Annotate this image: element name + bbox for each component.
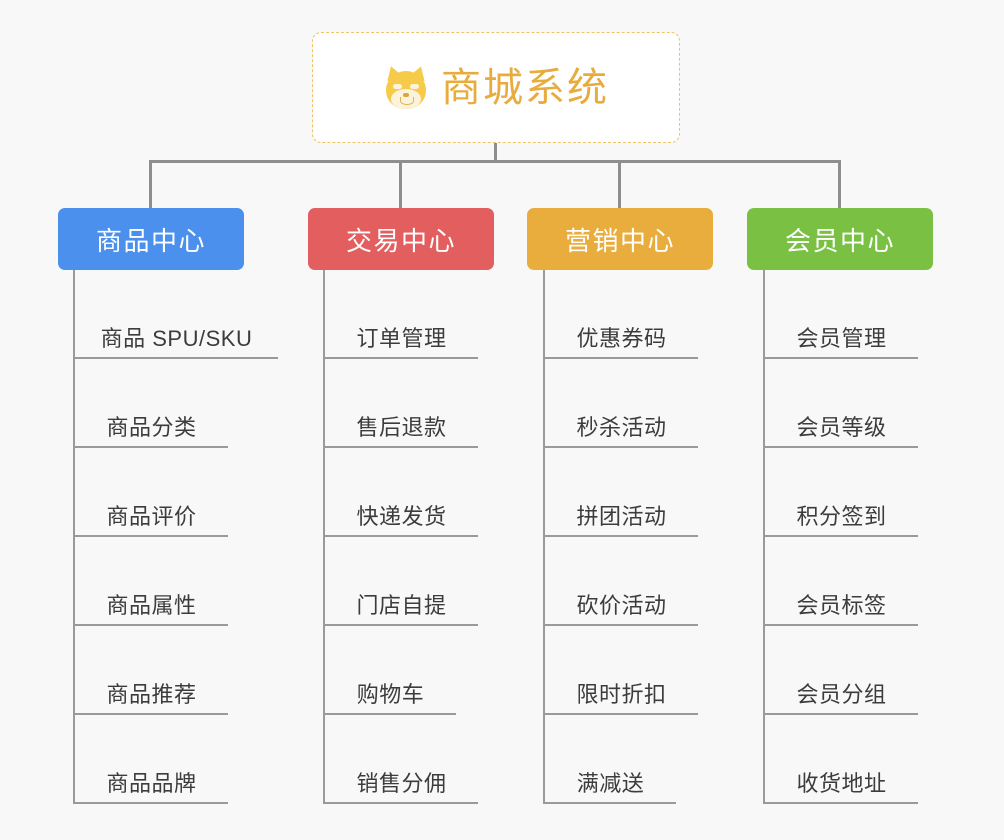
leaf-node[interactable]: 优惠券码 — [543, 270, 698, 359]
leaf-label: 收货地址 — [796, 771, 887, 796]
leaf-label: 会员管理 — [796, 326, 887, 351]
leaf-label: 会员等级 — [796, 415, 887, 440]
leaf-label: 商品评价 — [106, 504, 197, 529]
leaf-node[interactable]: 收货地址 — [763, 715, 918, 804]
leaf-node[interactable]: 商品分类 — [73, 359, 228, 448]
leaf-node[interactable]: 砍价活动 — [543, 537, 698, 626]
leaf-label: 拼团活动 — [576, 504, 667, 529]
leaf-node[interactable]: 限时折扣 — [543, 626, 698, 715]
leaf-label: 限时折扣 — [576, 682, 667, 707]
leaf-label: 订单管理 — [356, 326, 447, 351]
column-rail — [543, 270, 545, 804]
column-rail — [323, 270, 325, 804]
column-rail — [73, 270, 75, 804]
branch-node-会员中心[interactable]: 会员中心 — [747, 208, 933, 270]
leaf-node[interactable]: 会员标签 — [763, 537, 918, 626]
leaf-label: 快递发货 — [356, 504, 447, 529]
leaf-node[interactable]: 商品推荐 — [73, 626, 228, 715]
leaf-node[interactable]: 门店自提 — [323, 537, 478, 626]
leaf-label: 销售分佣 — [356, 771, 447, 796]
leaf-label: 满减送 — [576, 771, 645, 796]
leaf-node[interactable]: 商品品牌 — [73, 715, 228, 804]
leaf-label: 商品 SPU/SKU — [100, 326, 253, 351]
leaf-label: 购物车 — [356, 682, 425, 707]
leaf-node[interactable]: 购物车 — [323, 626, 456, 715]
connector-drop-3 — [618, 160, 621, 208]
leaf-label: 售后退款 — [356, 415, 447, 440]
branch-node-交易中心[interactable]: 交易中心 — [308, 208, 494, 270]
leaf-label: 砍价活动 — [576, 593, 667, 618]
leaf-label: 商品属性 — [106, 593, 197, 618]
leaf-label: 优惠券码 — [576, 326, 667, 351]
root-node[interactable]: 商城系统 — [312, 32, 680, 143]
branch-node-营销中心[interactable]: 营销中心 — [527, 208, 713, 270]
leaf-label: 商品品牌 — [106, 771, 197, 796]
leaf-label: 门店自提 — [356, 593, 447, 618]
leaf-node[interactable]: 拼团活动 — [543, 448, 698, 537]
connector-drop-4 — [838, 160, 841, 208]
branch-node-商品中心[interactable]: 商品中心 — [58, 208, 244, 270]
connector-bus — [149, 160, 841, 163]
leaf-node[interactable]: 商品属性 — [73, 537, 228, 626]
leaf-label: 秒杀活动 — [576, 415, 667, 440]
leaf-node[interactable]: 商品 SPU/SKU — [73, 270, 278, 359]
connector-drop-1 — [149, 160, 152, 208]
leaf-label: 积分签到 — [796, 504, 887, 529]
connector-drop-2 — [399, 160, 402, 208]
leaf-label: 会员标签 — [796, 593, 887, 618]
leaf-node[interactable]: 售后退款 — [323, 359, 478, 448]
shiba-inu-icon — [383, 63, 429, 111]
root-node-title: 商城系统 — [441, 65, 609, 110]
leaf-node[interactable]: 快递发货 — [323, 448, 478, 537]
branch-label: 营销中心 — [564, 225, 675, 256]
leaf-node[interactable]: 积分签到 — [763, 448, 918, 537]
leaf-node[interactable]: 会员等级 — [763, 359, 918, 448]
root-node-content: 商城系统 — [383, 63, 609, 111]
leaf-label: 商品推荐 — [106, 682, 197, 707]
leaf-label: 商品分类 — [106, 415, 197, 440]
leaf-node[interactable]: 商品评价 — [73, 448, 228, 537]
leaf-node[interactable]: 会员分组 — [763, 626, 918, 715]
leaf-node[interactable]: 销售分佣 — [323, 715, 478, 804]
leaf-node[interactable]: 秒杀活动 — [543, 359, 698, 448]
leaf-label: 会员分组 — [796, 682, 887, 707]
branch-label: 交易中心 — [345, 225, 456, 256]
branch-label: 商品中心 — [95, 225, 206, 256]
leaf-node[interactable]: 会员管理 — [763, 270, 918, 359]
connector-trunk — [494, 143, 497, 163]
leaf-node[interactable]: 订单管理 — [323, 270, 478, 359]
column-rail — [763, 270, 765, 804]
branch-label: 会员中心 — [784, 225, 895, 256]
leaf-node[interactable]: 满减送 — [543, 715, 676, 804]
